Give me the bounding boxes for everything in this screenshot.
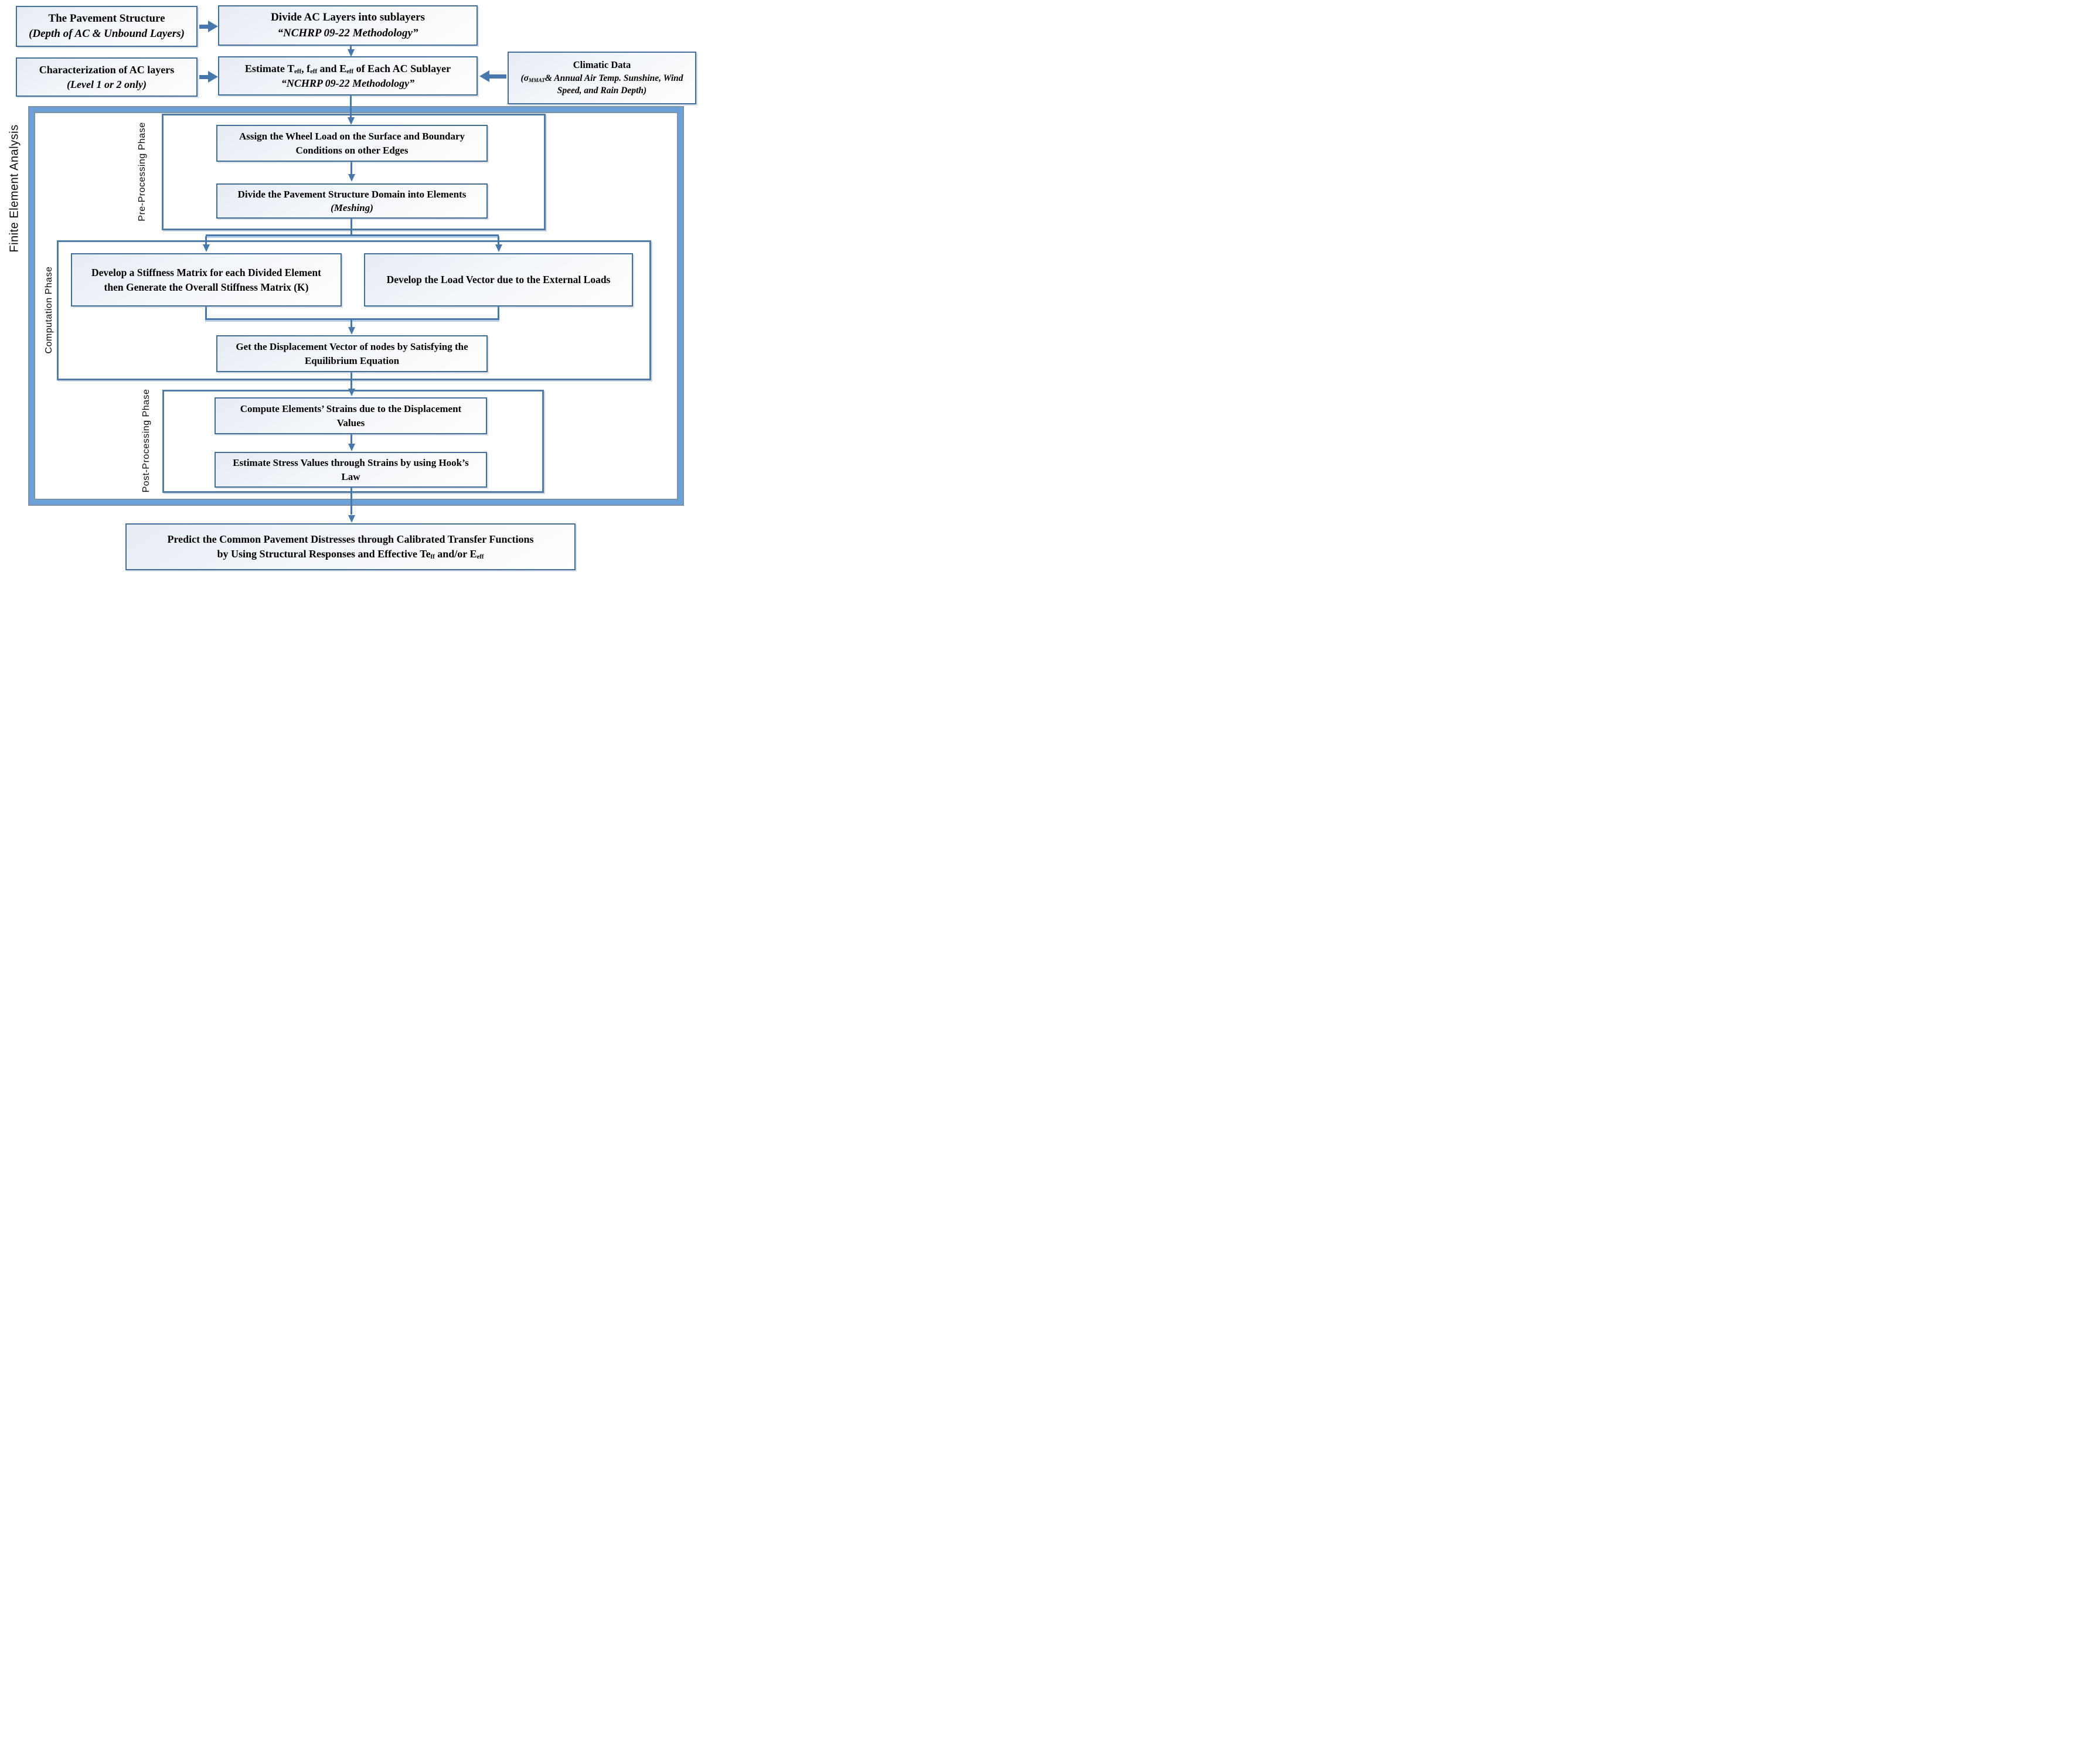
box-meshing: Divide the Pavement Structure Domain int… <box>216 183 488 219</box>
box-title: Characterization of AC layers <box>39 63 175 76</box>
box-subtitle: (Level 1 or 2 only) <box>67 78 147 90</box>
box-title: Compute Elements’ Strains due to the Dis… <box>240 403 462 428</box>
box-subtitle: “NCHRP 09-22 Methodology” <box>281 77 415 89</box>
split-stub-left <box>205 236 207 244</box>
arrow-down-icon <box>348 515 355 523</box>
split-bar <box>206 234 499 236</box>
box-title: Estimate Stress Values through Strains b… <box>233 457 469 482</box>
connector-merge-displacement <box>350 320 352 328</box>
box-title: Assign the Wheel Load on the Surface and… <box>239 131 465 156</box>
connector-strains-stress <box>350 434 352 444</box>
arrow-down-icon <box>348 389 355 396</box>
arrow-pavement-to-divide <box>199 21 218 32</box>
box-title: Climatic Data <box>573 59 631 71</box>
arrow-down-icon <box>202 244 210 252</box>
box-estimate-stress: Estimate Stress Values through Strains b… <box>215 452 487 488</box>
box-title-line2: by Using Structural Responses and Effect… <box>217 548 484 560</box>
box-climatic-data: Climatic Data (σMMAT& Annual Air Temp. S… <box>508 52 696 104</box>
box-load-vector: Develop the Load Vector due to the Exter… <box>364 253 633 307</box>
merge-bar <box>205 318 499 320</box>
connector-assign-mesh <box>350 162 352 175</box>
connector-stress-predict <box>350 488 352 515</box>
split-stub-right <box>498 236 499 244</box>
fea-label: Finite Element Analysis <box>8 124 21 253</box>
box-estimate-sublayer: Estimate Teff, feff and Eeff of Each AC … <box>218 56 478 96</box>
box-title: Estimate Teff, feff and Eeff of Each AC … <box>244 62 451 75</box>
computation-label: Computation Phase <box>44 266 54 354</box>
box-pavement-structure: The Pavement Structure (Depth of AC & Un… <box>16 6 198 47</box>
box-stiffness-matrix: Develop a Stiffness Matrix for each Divi… <box>71 253 342 307</box>
arrow-down-icon <box>348 174 355 182</box>
arrow-shaft <box>199 74 208 79</box>
arrow-climatic-to-estimate <box>479 70 506 82</box>
preprocessing-label: Pre-Processing Phase <box>137 122 147 222</box>
arrow-down-icon <box>347 49 355 57</box>
box-title: Get the Displacement Vector of nodes by … <box>236 341 468 366</box>
arrow-down-icon <box>348 327 355 335</box>
box-compute-strains: Compute Elements’ Strains due to the Dis… <box>215 397 487 434</box>
box-assign-wheel-load: Assign the Wheel Load on the Surface and… <box>216 125 488 162</box>
box-displacement-vector: Get the Displacement Vector of nodes by … <box>216 335 488 372</box>
arrow-down-icon <box>495 244 502 252</box>
box-title: Divide AC Layers into sublayers <box>271 11 425 24</box>
box-divide-ac-sublayers: Divide AC Layers into sublayers “NCHRP 0… <box>218 5 478 46</box>
arrow-shaft <box>489 74 506 79</box>
box-characterization-ac: Characterization of AC layers (Level 1 o… <box>16 57 198 97</box>
arrow-right-icon <box>208 71 218 83</box>
arrow-characterization-to-estimate <box>199 71 218 83</box>
box-predict-distresses: Predict the Common Pavement Distresses t… <box>125 523 576 570</box>
box-title: Divide the Pavement Structure Domain int… <box>237 188 467 213</box>
flowchart-canvas: Finite Element Analysis Pre-Processing P… <box>0 0 700 581</box>
connector-displacement-strains <box>350 372 352 389</box>
connector-mesh-split <box>350 219 352 235</box>
merge-stub-right <box>498 307 499 319</box>
postprocessing-label: Post-Processing Phase <box>141 389 151 493</box>
arrow-down-icon <box>348 444 355 451</box>
arrow-left-icon <box>479 70 489 82</box>
box-subtitle: (Depth of AC & Unbound Layers) <box>29 28 185 40</box>
box-title: Predict the Common Pavement Distresses t… <box>167 533 534 546</box>
box-title: Develop a Stiffness Matrix for each Divi… <box>91 267 321 293</box>
box-subtitle: “NCHRP 09-22 Methodology” <box>277 26 418 39</box>
box-title: The Pavement Structure <box>48 12 165 25</box>
box-title: Develop the Load Vector due to the Exter… <box>386 274 611 286</box>
box-subtitle: (σMMAT& Annual Air Temp. Sunshine, Wind … <box>520 73 683 96</box>
arrow-right-icon <box>208 21 218 32</box>
arrow-down-icon <box>347 117 355 125</box>
connector-divide-estimate <box>350 46 352 50</box>
connector-estimate-assign <box>350 96 352 118</box>
arrow-shaft <box>199 24 208 29</box>
merge-stub-left <box>205 307 207 319</box>
